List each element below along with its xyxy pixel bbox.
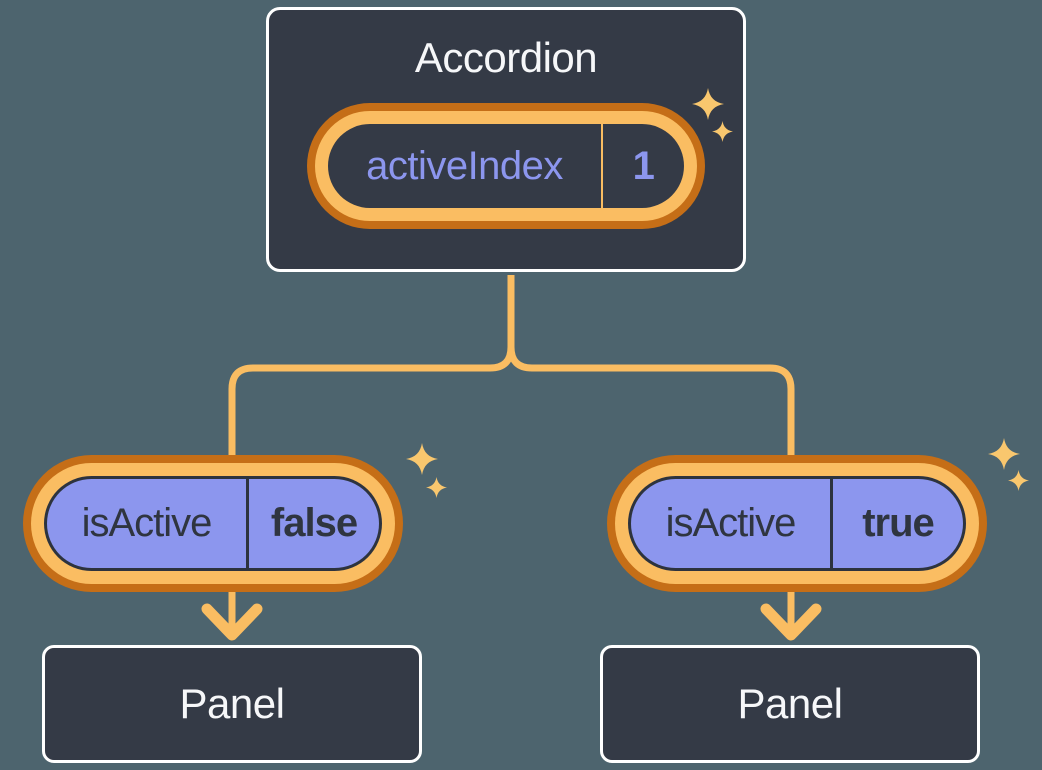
- pill-outline: isActive false: [44, 476, 382, 571]
- prop-pill-core: isActive true: [631, 479, 963, 568]
- arrow-down-icon: [760, 603, 822, 641]
- pill-glow-outer: isActive false: [23, 455, 403, 592]
- sparkle-icon: [426, 477, 447, 498]
- prop-name-label: isActive: [81, 501, 213, 545]
- panel-box-left: Panel: [42, 645, 422, 763]
- prop-name-label: isActive: [665, 501, 797, 545]
- panel-label: Panel: [179, 680, 285, 727]
- prop-value-label: true: [862, 501, 935, 545]
- state-pill-activeindex: activeIndex 1: [307, 103, 705, 229]
- prop-pill-left: isActive false: [23, 455, 403, 592]
- state-pill-core: activeIndex 1: [328, 124, 684, 208]
- prop-value-label: false: [270, 501, 358, 545]
- panel-box-right: Panel: [600, 645, 980, 763]
- sparkle-icon: [988, 438, 1020, 470]
- sparkle-icon: [1008, 470, 1029, 491]
- sparkle-icon: [712, 121, 733, 142]
- pill-glow-outer: activeIndex 1: [307, 103, 705, 229]
- pill-glow-inner: isActive true: [615, 463, 979, 584]
- pill-glow-inner: isActive false: [31, 463, 395, 584]
- sparkle-icon: [406, 443, 438, 475]
- arrow-down-icon: [201, 603, 263, 641]
- pill-glow-outer: isActive true: [607, 455, 987, 592]
- tree-connector-right: [507, 275, 795, 631]
- pill-divider: [246, 479, 249, 568]
- prop-pill-core: isActive false: [47, 479, 379, 568]
- pill-outline: isActive true: [628, 476, 966, 571]
- sparkle-icon: [692, 88, 724, 120]
- accordion-title: Accordion: [414, 34, 598, 81]
- state-value-label: 1: [632, 143, 655, 188]
- state-name-label: activeIndex: [366, 143, 563, 188]
- pill-divider: [830, 479, 833, 568]
- pill-glow-inner: activeIndex 1: [315, 111, 697, 221]
- prop-pill-right: isActive true: [607, 455, 987, 592]
- pill-divider: [601, 124, 603, 208]
- panel-label: Panel: [737, 680, 843, 727]
